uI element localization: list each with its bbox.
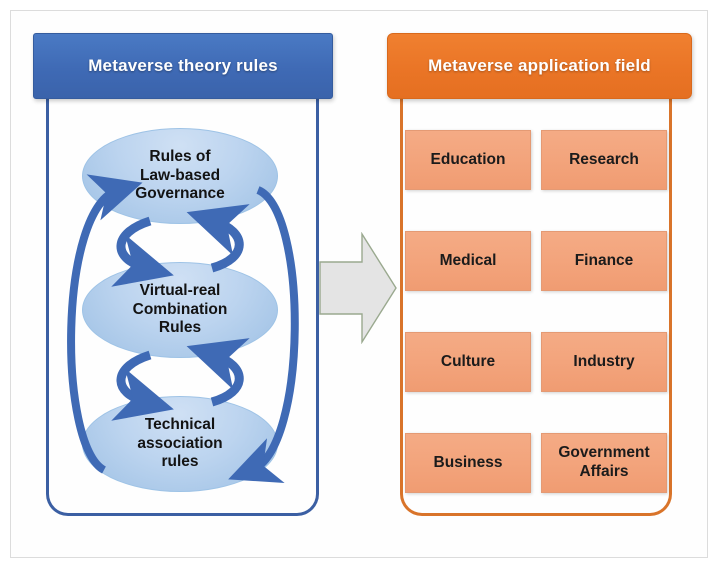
node-law-based-governance-label: Rules of Law-based Governance [135, 147, 225, 203]
app-field-label: Research [569, 150, 639, 168]
application-panel-title: Metaverse application field [428, 56, 651, 75]
node-technical-association-label: Technical association rules [137, 415, 223, 471]
theory-panel-title: Metaverse theory rules [88, 56, 278, 75]
flow-arrow-icon [319, 232, 397, 344]
app-field-label: Culture [440, 352, 496, 370]
app-field-medical[interactable]: Medical [405, 231, 531, 291]
app-field-finance[interactable]: Finance [541, 231, 667, 291]
app-field-culture[interactable]: Culture [405, 332, 531, 392]
app-field-label: Education [430, 150, 506, 168]
app-field-industry[interactable]: Industry [541, 332, 667, 392]
theory-panel-bracket [46, 96, 319, 516]
node-technical-association[interactable]: Technical association rules [82, 396, 278, 492]
theory-panel-header: Metaverse theory rules [33, 33, 333, 99]
app-field-label: Business [433, 453, 503, 471]
node-law-based-governance[interactable]: Rules of Law-based Governance [82, 128, 278, 224]
app-field-label: Finance [574, 251, 634, 269]
app-field-business[interactable]: Business [405, 433, 531, 493]
application-panel-bracket [400, 96, 672, 516]
app-field-government-affairs[interactable]: Government Affairs [541, 433, 667, 493]
app-field-label: Medical [439, 251, 497, 269]
app-field-label: Industry [573, 352, 635, 370]
application-field-grid: Education Research Medical Finance Cultu… [405, 130, 667, 504]
node-virtual-real-combination-label: Virtual-real Combination Rules [132, 281, 228, 337]
app-field-research[interactable]: Research [541, 130, 667, 190]
app-field-label: Government Affairs [558, 444, 650, 480]
app-field-education[interactable]: Education [405, 130, 531, 190]
application-panel-header: Metaverse application field [387, 33, 692, 99]
node-virtual-real-combination[interactable]: Virtual-real Combination Rules [82, 262, 278, 358]
